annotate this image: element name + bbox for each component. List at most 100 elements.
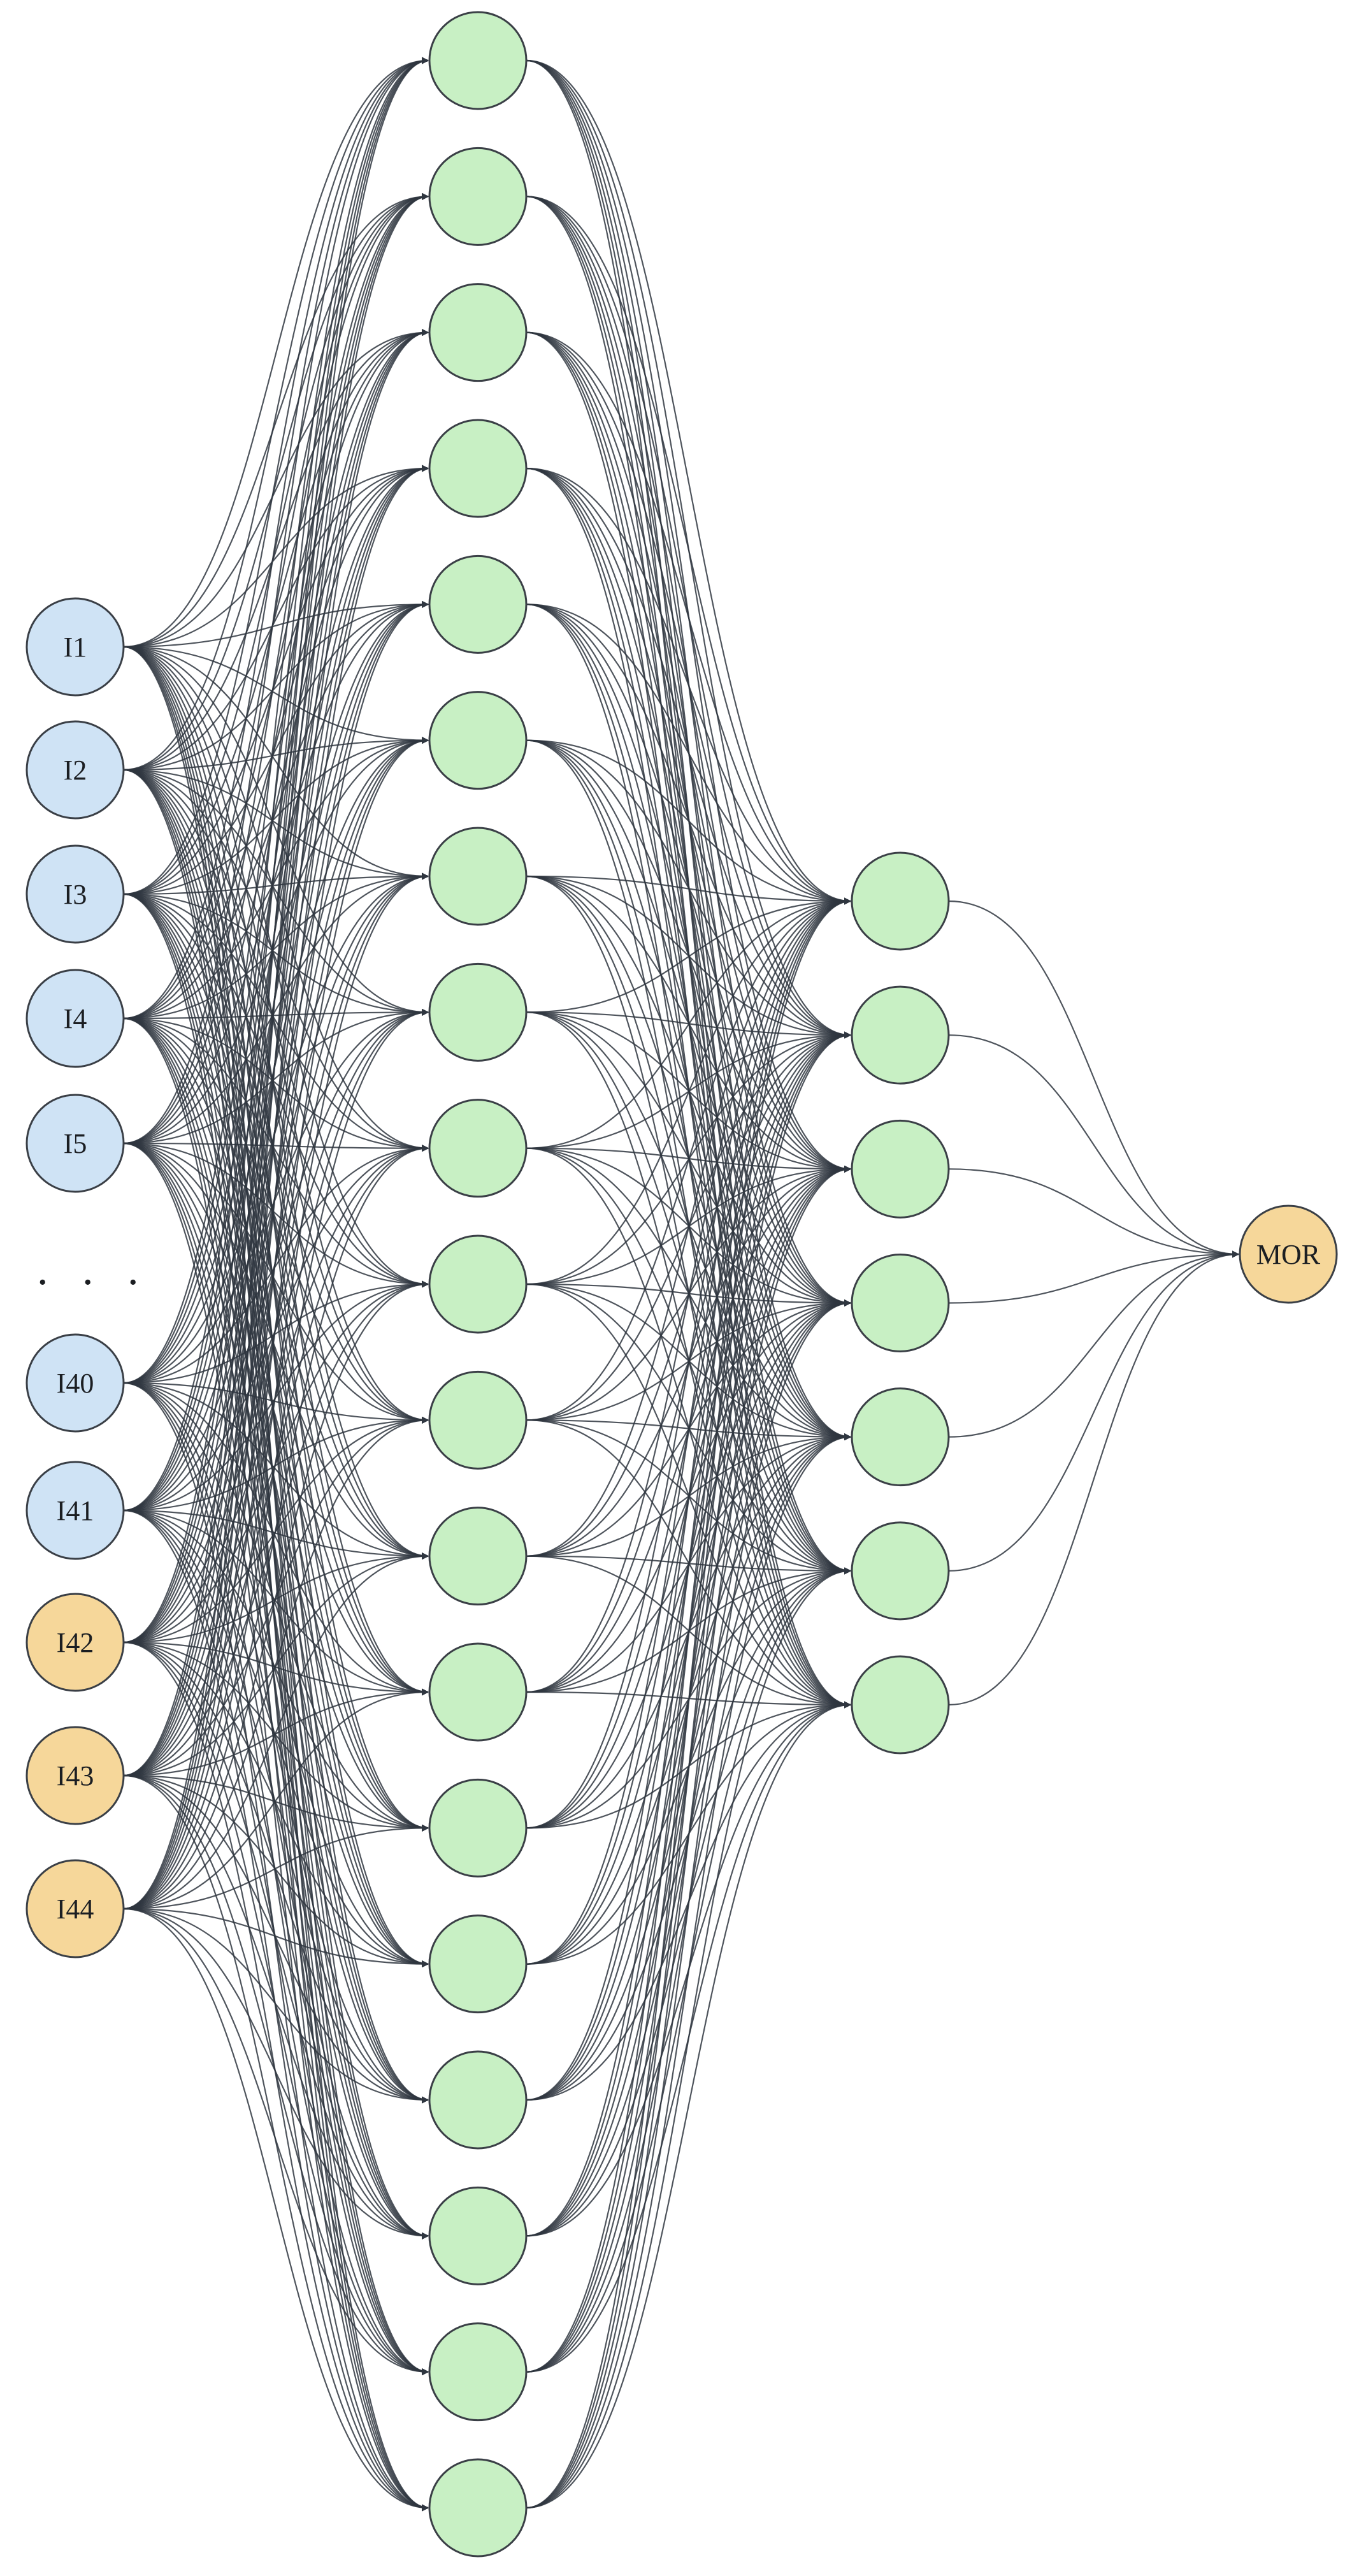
edge-input-hidden1 xyxy=(123,465,429,1910)
edge-input-hidden1 xyxy=(123,1142,429,2512)
edge-input-hidden1 xyxy=(123,192,429,1910)
edge-input-hidden1 xyxy=(123,1907,429,2104)
input-node: I5 xyxy=(25,1094,125,1193)
edge-input-hidden1 xyxy=(123,1509,429,1968)
edge-input-hidden1 xyxy=(123,737,429,1145)
hidden1-node-circle xyxy=(428,2322,528,2422)
hidden1-node-circle xyxy=(428,691,528,790)
edge-hidden1-hidden2 xyxy=(526,467,852,905)
edge-input-hidden1 xyxy=(123,600,429,895)
hidden1-node-circle xyxy=(428,419,528,518)
input-node-label: I1 xyxy=(64,632,87,663)
hidden1-node xyxy=(428,1778,528,1878)
edge-input-hidden1 xyxy=(123,1774,429,1968)
edge-input-hidden1 xyxy=(123,893,429,1016)
edge-input-hidden1 xyxy=(123,1142,429,2376)
edge-input-hidden1 xyxy=(123,1907,429,2240)
edge-input-hidden1 xyxy=(123,646,429,880)
edge-hidden1-hidden2 xyxy=(526,1299,852,2509)
hidden1-node xyxy=(428,1642,528,1742)
input-node-circle xyxy=(25,1461,125,1560)
hidden2-node-circle xyxy=(851,985,950,1085)
edge-input-hidden1 xyxy=(123,646,429,2104)
edge-hidden1-hidden2 xyxy=(526,1147,852,1306)
hidden1-node xyxy=(428,962,528,1062)
input-node: I43 xyxy=(25,1726,125,1825)
edge-input-hidden1 xyxy=(123,1017,429,1696)
edge-input-hidden1 xyxy=(123,1382,429,2240)
edge-input-hidden1 xyxy=(123,769,429,1016)
hidden1-node-circle xyxy=(428,1914,528,2014)
edge-hidden1-hidden2 xyxy=(526,1147,852,1575)
hidden1-node xyxy=(428,1507,528,1606)
hidden1-node xyxy=(428,147,528,246)
edge-input-hidden1 xyxy=(123,1017,429,2240)
hidden2-node xyxy=(851,1119,950,1219)
hidden2-node xyxy=(851,1521,950,1621)
edge-input-hidden1 xyxy=(123,1008,429,1910)
input-node-label: I4 xyxy=(64,1003,87,1034)
edge-hidden1-hidden2 xyxy=(526,1567,852,2509)
edge-input-hidden1 xyxy=(123,769,429,1696)
edge-input-hidden1 xyxy=(123,893,429,1968)
input-node-circle xyxy=(25,1726,125,1825)
hidden1-node xyxy=(428,2050,528,2150)
edge-input-hidden1 xyxy=(123,1509,429,1832)
edge-input-hidden1 xyxy=(123,465,429,895)
edge-input-hidden1 xyxy=(123,465,429,771)
edge-input-hidden1 xyxy=(123,1142,429,2104)
hidden2-node-circle xyxy=(851,1254,950,1352)
edge-input-hidden1 xyxy=(123,600,429,1020)
edge-input-hidden1 xyxy=(123,1142,429,1832)
edge-input-hidden1 xyxy=(123,893,429,1560)
edge-input-hidden1 xyxy=(123,1008,429,1384)
input-node-circle xyxy=(25,597,125,697)
hidden2-node xyxy=(851,1655,950,1755)
edge-hidden1-hidden2 xyxy=(526,897,852,2101)
input-node-label: I2 xyxy=(64,755,87,786)
input-node-label: I41 xyxy=(57,1495,94,1526)
input-node-circle xyxy=(25,844,125,944)
edge-hidden1-hidden2 xyxy=(526,897,852,2237)
edge-input-hidden1 xyxy=(123,872,429,1145)
edge-input-hidden1 xyxy=(123,1017,429,1832)
edge-input-hidden1 xyxy=(123,893,429,2104)
edge-input-hidden1 xyxy=(123,893,429,1832)
hidden1-node xyxy=(428,419,528,518)
edge-hidden1-hidden2 xyxy=(526,897,852,1829)
edge-input-hidden1 xyxy=(123,1008,429,1020)
hidden1-node-circle xyxy=(428,1370,528,1470)
input-node: I3 xyxy=(25,844,125,944)
edge-input-hidden1 xyxy=(123,329,429,771)
edge-input-hidden1 xyxy=(123,465,429,1145)
edge-input-hidden1 xyxy=(123,1641,429,1832)
edge-hidden1-hidden2 xyxy=(526,875,852,1306)
edge-input-hidden1 xyxy=(123,600,429,1145)
edge-input-hidden1 xyxy=(123,872,429,1384)
hidden1-node-circle xyxy=(428,962,528,1062)
input-node-label: I5 xyxy=(64,1128,87,1159)
edge-input-hidden1 xyxy=(123,769,429,1832)
edge-hidden1-hidden2 xyxy=(526,897,852,1013)
edge-hidden1-hidden2 xyxy=(526,1701,852,2509)
edge-input-hidden1 xyxy=(123,1774,429,2104)
edge-input-hidden1 xyxy=(123,600,429,648)
edge-input-hidden1 xyxy=(123,57,429,1020)
edge-hidden1-hidden2 xyxy=(526,1165,852,2509)
hidden1-node-circle xyxy=(428,1778,528,1878)
edge-input-hidden1 xyxy=(123,893,429,2376)
input-node-circle xyxy=(25,720,125,820)
edge-hidden1-hidden2 xyxy=(526,1147,852,1441)
edge-hidden1-hidden2 xyxy=(526,1283,852,1709)
edge-input-hidden1 xyxy=(123,465,429,1020)
edge-input-hidden1 xyxy=(123,646,429,1016)
edge-input-hidden1 xyxy=(123,1017,429,1152)
hidden1-node-circle xyxy=(428,2050,528,2150)
edge-input-hidden1 xyxy=(123,646,429,1424)
hidden2-node-circle xyxy=(851,1387,950,1487)
input-node: I1 xyxy=(25,597,125,697)
edge-input-hidden1 xyxy=(123,465,429,648)
output-node-circle xyxy=(1239,1205,1338,1304)
edge-hidden1-hidden2 xyxy=(526,739,852,1173)
hidden2-node-circle xyxy=(851,851,950,951)
